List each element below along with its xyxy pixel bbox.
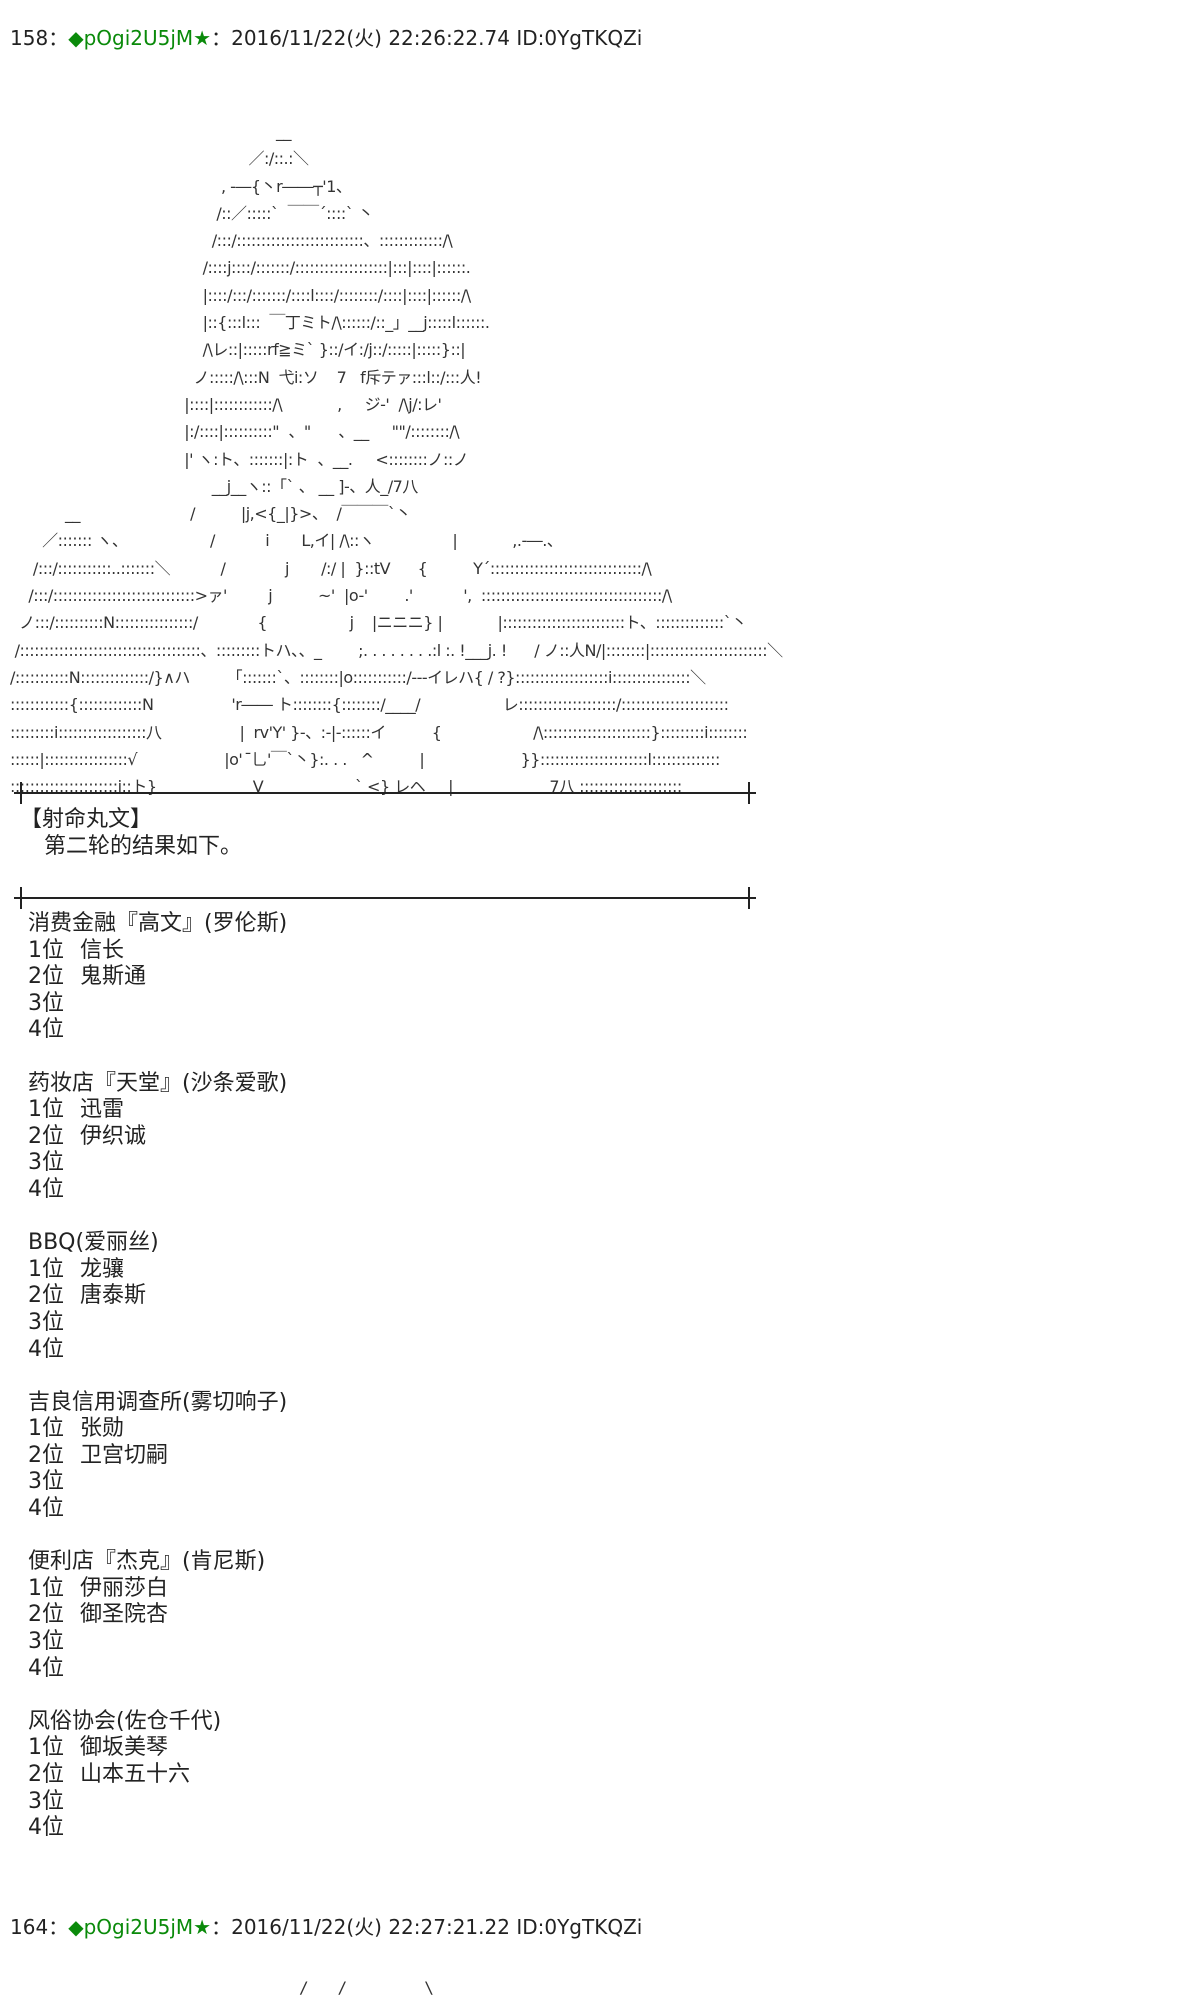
result-group-title: 风俗协会(佐仓千代) [28,1708,222,1734]
result-row: 2位卫宫切嗣 [28,1443,287,1470]
ascii-art: __ ／:/::.:＼ , -―{丶r――┬'1、 /::／:::::` ￣￣´… [10,122,783,797]
result-name: 御坂美琴 [80,1735,169,1761]
result-row: 1位张勋 [28,1416,287,1443]
result-rank: 1位 [28,1575,64,1601]
result-row: 2位山本五十六 [28,1762,287,1789]
result-rank: 2位 [28,1602,64,1628]
post-header: 158：◆pOgi2U5jM★：2016/11/22(火) 22:26:22.7… [10,25,642,51]
result-rank: 3位 [28,1788,64,1814]
result-row: 2位伊织诚 [28,1124,287,1151]
ascii-art-2: / / \ [10,1978,434,1997]
speech-text: 第二轮的结果如下。 [44,834,243,859]
result-row: 3位 [28,1150,287,1177]
result-rank: 4位 [28,1017,64,1043]
post-number[interactable]: 158 [10,26,49,50]
result-rank: 3位 [28,1150,64,1176]
result-rank: 4位 [28,1815,64,1841]
post-number[interactable]: 164 [10,1915,49,1939]
result-row: 4位 [28,1337,287,1364]
result-row: 3位 [28,1469,287,1496]
result-row: 2位御圣院杏 [28,1602,287,1629]
result-row: 4位 [28,1656,287,1683]
result-rank: 1位 [28,1256,64,1282]
result-name: 伊织诚 [80,1123,147,1149]
result-row: 1位伊丽莎白 [28,1576,287,1603]
result-rank: 2位 [28,1123,64,1149]
divider-top [14,782,756,804]
result-rank: 4位 [28,1336,64,1362]
result-group-title: 吉良信用调查所(雾切响子) [28,1389,288,1415]
speaker-name: 【射命丸文】 [20,807,153,832]
result-rank: 1位 [28,1097,64,1123]
result-rank: 3位 [28,990,64,1016]
result-group-title: 消费金融『高文』(罗伦斯) [28,911,288,936]
result-name: 信长 [80,937,125,963]
result-name: 迅雷 [80,1097,125,1123]
result-row: 4位 [28,1177,287,1204]
result-rank: 2位 [28,964,64,990]
divider-bottom [14,887,756,909]
result-row: 1位迅雷 [28,1097,287,1124]
result-group-title: 药妆店『天堂』(沙条爱歌) [28,1070,288,1096]
result-row: 1位信长 [28,938,287,965]
poster-trip: ◆pOgi2U5jM★ [68,26,212,50]
result-name: 龙骧 [80,1256,125,1282]
result-row: 3位 [28,1789,287,1816]
result-name: 唐泰斯 [80,1283,147,1309]
result-row: 4位 [28,1496,287,1523]
poster-trip: ◆pOgi2U5jM★ [68,1915,212,1939]
result-name: 卫宫切嗣 [80,1442,169,1468]
result-rank: 4位 [28,1655,64,1681]
result-row: 3位 [28,1310,287,1337]
result-row: 4位 [28,1815,287,1842]
result-row: 3位 [28,991,287,1018]
result-rank: 1位 [28,1735,64,1761]
result-name: 山本五十六 [80,1762,191,1787]
result-rank: 2位 [28,1283,64,1309]
result-group-title: BBQ(爱丽丝) [28,1230,159,1256]
result-rank: 4位 [28,1176,64,1202]
post-number-colon: ： [48,1915,69,1939]
result-row: 4位 [28,1017,287,1044]
post-datetime: ：2016/11/22(火) 22:26:22.74 ID:0YgTKQZi [211,26,643,50]
result-row: 2位鬼斯通 [28,964,287,991]
result-rank: 2位 [28,1442,64,1468]
result-rank: 3位 [28,1629,64,1655]
result-name: 张勋 [80,1416,125,1442]
result-name: 伊丽莎白 [80,1575,169,1601]
result-row: 1位龙骧 [28,1257,287,1284]
result-name: 御圣院杏 [80,1602,169,1628]
result-rank: 1位 [28,937,64,963]
result-row: 2位唐泰斯 [28,1283,287,1310]
post-datetime: ：2016/11/22(火) 22:27:21.22 ID:0YgTKQZi [211,1915,643,1939]
post-header-2: 164：◆pOgi2U5jM★：2016/11/22(火) 22:27:21.2… [10,1914,642,1940]
result-row: 1位御坂美琴 [28,1735,287,1762]
result-rank: 1位 [28,1416,64,1442]
result-name: 鬼斯通 [80,964,147,990]
result-group-title: 便利店『杰克』(肯尼斯) [28,1549,266,1575]
result-rank: 3位 [28,1469,64,1495]
result-rank: 2位 [28,1762,64,1787]
result-rank: 3位 [28,1309,64,1335]
result-rank: 4位 [28,1496,64,1522]
post-number-colon: ： [48,26,69,50]
result-row: 3位 [28,1629,287,1656]
